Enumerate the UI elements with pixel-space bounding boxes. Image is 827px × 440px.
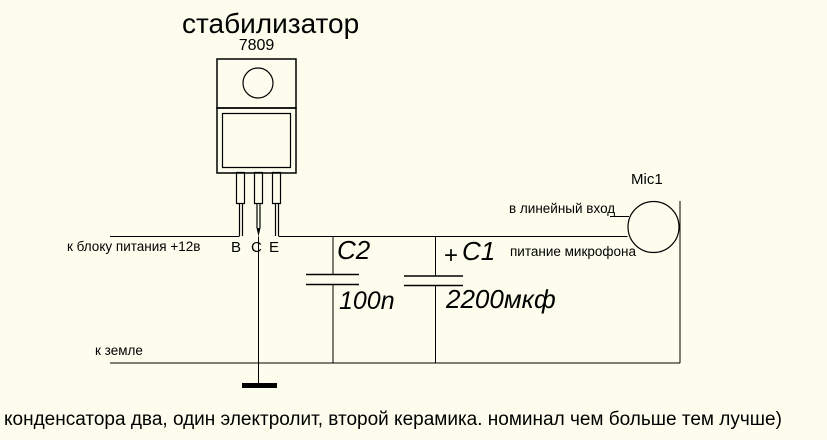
- regulator-package: [217, 59, 296, 237]
- pin-label-c: C: [251, 239, 262, 256]
- ground-label: к земле: [95, 343, 143, 358]
- mic-name: Mic1: [631, 171, 663, 188]
- regulator-tab: [217, 59, 296, 108]
- c2-name: C2: [337, 235, 371, 265]
- mounting-hole-icon: [243, 68, 273, 98]
- regulator-part-number: 7809: [238, 37, 275, 54]
- caption: конденсатора два, один электролит, второ…: [4, 409, 782, 430]
- pin-label-b: B: [231, 239, 242, 256]
- wires: [110, 201, 680, 383]
- leg-e-narrow: [276, 204, 279, 237]
- leg-b-narrow: [240, 204, 243, 237]
- c1-value: 2200мкф: [446, 284, 556, 314]
- regulator-body: [217, 108, 296, 173]
- schematic-title: стабилизатор: [182, 8, 360, 39]
- microphone-circle: [628, 202, 679, 253]
- regulator-body-inner: [223, 114, 291, 168]
- c2-value: 100n: [339, 287, 395, 315]
- c1-name: C1: [462, 236, 496, 266]
- c1-polarity-plus: +: [444, 242, 459, 269]
- leg-e-wide: [273, 173, 281, 204]
- leg-c-taper: [256, 228, 261, 237]
- leg-c-narrow: [257, 204, 260, 229]
- mic-power-label: питание микрофона: [510, 244, 636, 259]
- line-input-label: в линейный вход: [509, 201, 616, 216]
- supply-label: к блоку питания +12в: [67, 239, 201, 254]
- pin-label-e: E: [269, 239, 280, 256]
- capacitor-c2-symbol: [306, 237, 359, 364]
- leg-b-wide: [237, 173, 245, 204]
- capacitor-c1-symbol: [404, 237, 463, 364]
- leg-c-wide: [255, 173, 263, 204]
- regulator-legs: [237, 173, 281, 237]
